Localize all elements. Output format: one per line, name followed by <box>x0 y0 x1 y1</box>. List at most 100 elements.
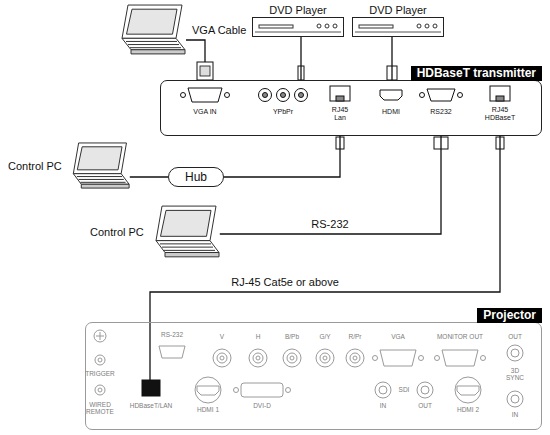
hub-box: Hub <box>168 167 224 187</box>
bnc-jack <box>283 349 301 367</box>
vga-plug <box>197 62 213 80</box>
screw <box>458 93 463 98</box>
laptop-part <box>160 210 211 236</box>
db9-port <box>159 346 185 358</box>
jack <box>95 355 105 365</box>
projector-ports-part <box>253 353 263 363</box>
vga-port <box>380 350 416 366</box>
dvd-player: DVD Player <box>252 3 344 37</box>
port-name: TRIGGER <box>85 370 115 377</box>
cable-connector <box>150 136 500 322</box>
laptop-part <box>73 143 126 174</box>
transmitter-panel: HDBaseT transmitter <box>160 80 542 136</box>
laptop-part <box>156 206 216 241</box>
laptop-part <box>127 9 178 34</box>
device-name: Control PC <box>8 160 62 172</box>
port-name: RS-232 <box>161 331 183 338</box>
laptop-part <box>156 241 219 253</box>
rj45-port <box>330 86 350 101</box>
port-name: G/Y <box>319 333 330 340</box>
laptop-drawing <box>73 143 129 188</box>
laptop-part <box>126 41 181 47</box>
port-name: V <box>220 333 224 340</box>
laptop-icon <box>68 142 130 190</box>
player-front <box>253 18 343 36</box>
rca-jack <box>295 89 308 102</box>
cable-label: RJ-45 Cat5e or above <box>229 276 341 289</box>
laptop-part <box>77 147 122 170</box>
vga-plug-part <box>200 66 210 76</box>
projector-ports-part <box>256 356 260 360</box>
laptop-part <box>122 5 182 38</box>
laptop-part <box>81 184 129 188</box>
transmitter-ports <box>181 86 511 149</box>
screw <box>420 93 425 98</box>
laptop-part <box>160 244 215 250</box>
rca-jack <box>277 89 290 102</box>
vga-cable <box>186 40 205 64</box>
cable-name: VGA Cable <box>192 24 246 36</box>
projector-ports-part <box>98 358 102 362</box>
port-name: SDI <box>399 386 410 393</box>
screw-slot <box>96 332 104 340</box>
sync-jack <box>507 391 523 407</box>
projector-ports-part <box>481 356 486 361</box>
projector-ports-part <box>217 353 227 363</box>
laptop-part <box>165 253 219 257</box>
player-button <box>417 24 421 28</box>
projector-ports-part <box>421 386 429 394</box>
laptop-part <box>77 177 126 183</box>
port-name: RJ45 Lan <box>328 106 352 121</box>
port-name: YPbPr <box>273 108 293 116</box>
cable-connector <box>224 136 340 177</box>
port-name: MONITOR OUT <box>437 333 483 340</box>
projector-ports-part <box>511 395 519 403</box>
port-name: OUT <box>508 333 522 340</box>
screw <box>225 93 230 98</box>
port-name: RS232 <box>430 108 451 116</box>
player-front <box>353 18 443 36</box>
panel-line <box>255 32 341 33</box>
player-body <box>352 17 444 37</box>
device-name: Control PC <box>90 226 144 238</box>
cable-connector <box>130 176 168 177</box>
port-name: VGA <box>391 333 405 340</box>
cable-wire <box>149 322 150 380</box>
laptop-part <box>131 50 185 54</box>
device-name: DVD Player <box>252 3 344 17</box>
bnc-jack <box>417 382 433 398</box>
cable-connector <box>220 136 441 234</box>
port-ring <box>195 377 221 403</box>
projector-ports-part <box>353 356 357 360</box>
port-name: IN <box>512 411 519 418</box>
port-name: R/Pr <box>349 333 362 340</box>
sync-jack <box>507 345 523 361</box>
device-name: Hub <box>185 170 207 184</box>
laptop-part <box>73 174 129 185</box>
player-button <box>325 24 329 28</box>
projector-ports-part <box>234 388 239 393</box>
transmitter-ports-part <box>496 96 504 101</box>
laptop-icon <box>150 205 220 259</box>
hdmi-port <box>197 386 219 395</box>
port-name: WIRED REMOTE <box>82 401 118 415</box>
laptop-icon <box>122 5 185 54</box>
projector-ports-part <box>287 353 297 363</box>
bnc-jack <box>213 349 231 367</box>
port-name: RJ45 HDBaseT <box>483 106 517 121</box>
panel-line <box>355 32 441 33</box>
disc-tray <box>359 25 393 28</box>
projector-ports-part <box>435 356 440 361</box>
screw <box>181 93 186 98</box>
rca-jack <box>259 89 272 102</box>
bnc-jack <box>375 382 391 398</box>
port-ring <box>455 377 481 403</box>
hdmi-port <box>380 90 402 100</box>
dvi-port <box>241 383 283 397</box>
cable-connector <box>391 37 392 80</box>
player-button <box>433 24 437 28</box>
projector-ports-part <box>98 388 102 392</box>
vga-port <box>442 350 478 366</box>
projector-ports-part <box>320 353 330 363</box>
